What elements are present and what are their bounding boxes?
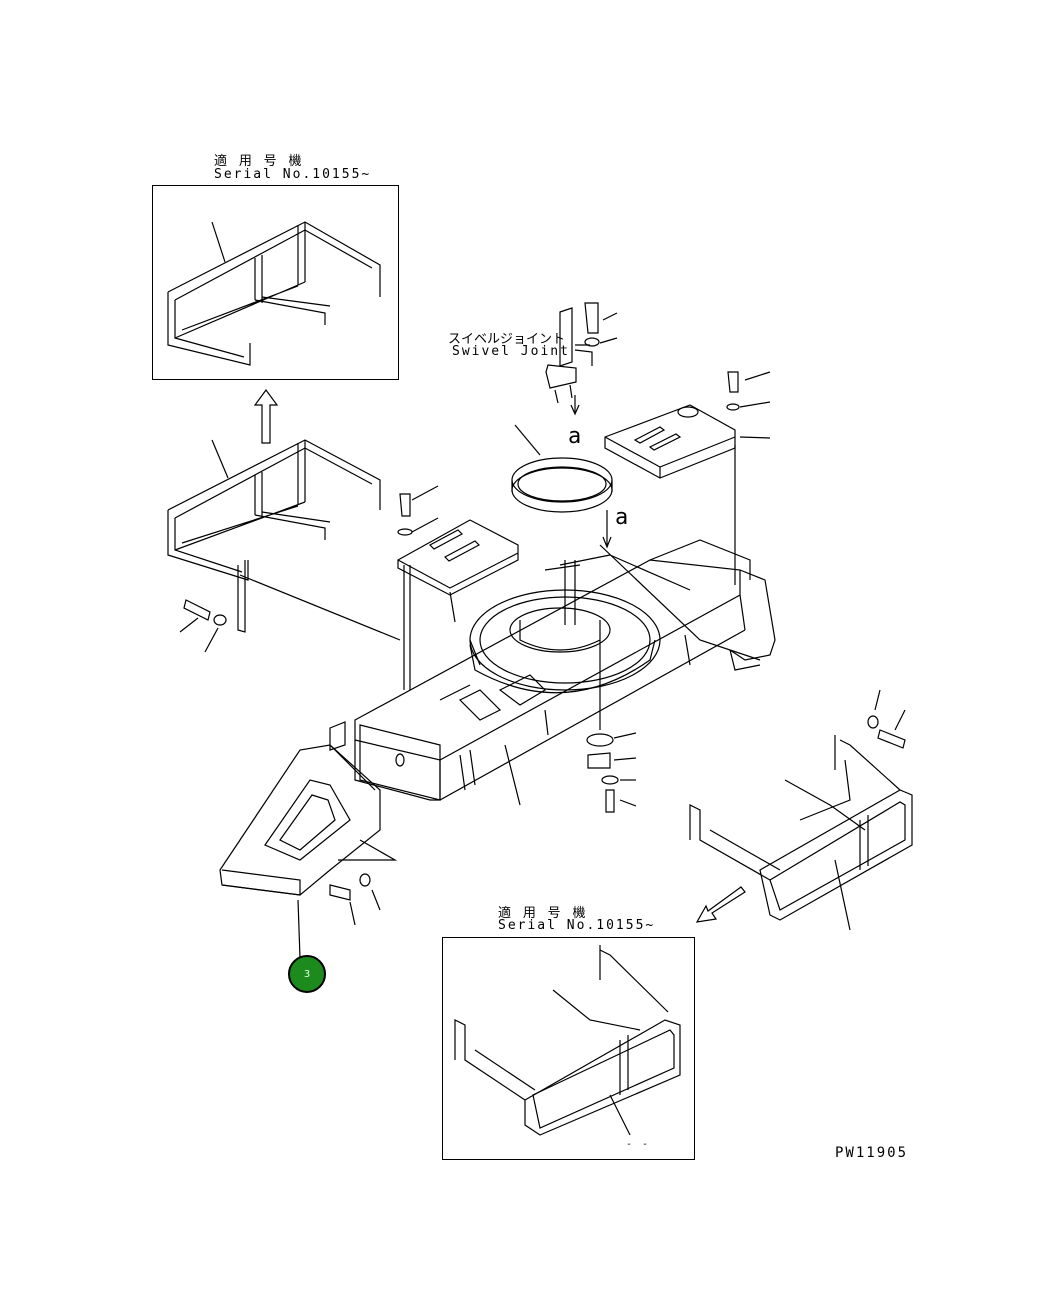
left-bolt [179,599,227,653]
right-cover-plate [604,371,771,585]
arrow-letter-a-lower: a [615,505,629,530]
top-inset-box [152,185,399,380]
right-handrail [689,689,913,931]
top-inset-serial-label: Serial No.10155~ [214,167,372,182]
top-inset-jp-label: 適 用 号 機 [214,154,304,169]
left-cover-plate [397,485,519,690]
swing-bearing [469,560,661,730]
bottom-inset-mark: - - [626,1139,651,1150]
left-handrail [167,439,401,641]
bottom-inset-jp-label: 適 用 号 機 [498,906,588,921]
swivel-ring [511,424,613,513]
drawing-code: PW11905 [835,1145,909,1161]
bottom-inset-serial-label: Serial No.10155~ [498,918,656,933]
swivel-joint [545,302,618,416]
callout-3-label: 3 [303,968,311,980]
arrow-down-left-icon [695,886,746,923]
center-small-parts [586,732,637,813]
track-shoe [219,744,398,959]
arrow-letter-a-upper: a [568,424,582,449]
swivel-joint-jp-label: スイベルジョイント [448,332,566,347]
arrow-up-icon [253,388,279,444]
bottom-inset-handrail [454,945,681,1136]
track-frame [329,539,776,806]
swivel-joint-en-label: Swivel Joint [452,344,570,359]
bottom-inset-box [442,937,695,1160]
top-inset-handrail [167,221,381,366]
callout-3-button[interactable]: 3 [288,955,326,993]
